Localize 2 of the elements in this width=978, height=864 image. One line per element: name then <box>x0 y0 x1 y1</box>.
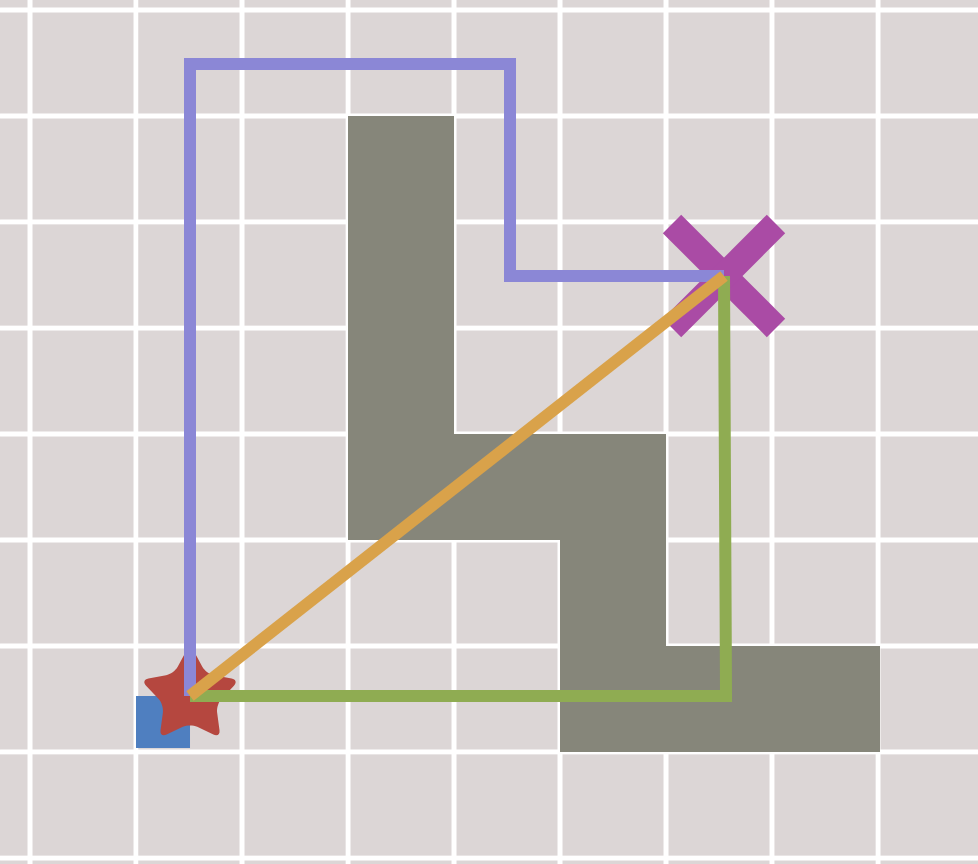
path-line <box>184 58 724 696</box>
goal-marker <box>662 214 786 338</box>
